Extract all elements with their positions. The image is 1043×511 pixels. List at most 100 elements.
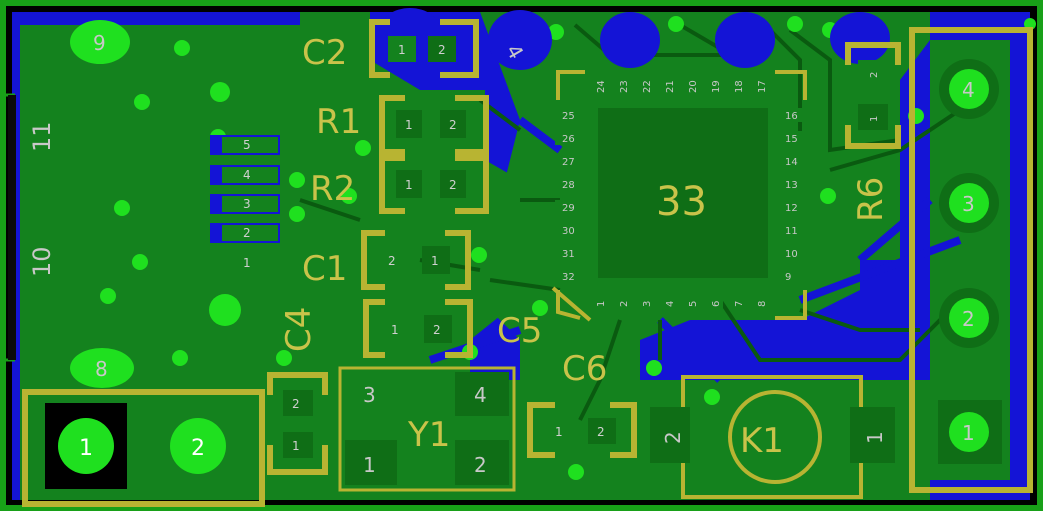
- usb-side-10: 10: [28, 246, 56, 277]
- ic-pin-14: [778, 154, 804, 168]
- y1-pad-label-1: 1: [363, 453, 376, 477]
- ic-pin-16: [778, 108, 804, 122]
- ic-pin-16-label: 16: [785, 111, 798, 122]
- ic-pin-13: [778, 177, 804, 191]
- usb-power-pads: 1 2: [22, 389, 265, 507]
- ic-pin-7-label: 7: [734, 301, 745, 307]
- ic-pin-18: [732, 74, 746, 100]
- ic-pin-18-label: 18: [734, 80, 745, 93]
- c5-label: C5: [497, 311, 542, 351]
- r6-label: R6: [851, 177, 891, 222]
- header-pin-label-4: 4: [962, 78, 975, 102]
- usb-edge: [8, 95, 16, 360]
- connector-pads: 5 4 3 2 1: [210, 135, 280, 270]
- ic-pin-24: [594, 74, 608, 100]
- header-pin-label-2: 2: [962, 307, 975, 331]
- ic-pin-31-label: 31: [562, 249, 575, 260]
- r2-pad-1: [396, 170, 422, 198]
- ic-pin-5: [686, 288, 700, 314]
- ic-label: 33: [656, 179, 707, 225]
- c1-pad-label-2: 2: [388, 254, 396, 268]
- c2-pad-label-1: 1: [398, 43, 406, 57]
- ic-pin-30-label: 30: [562, 226, 575, 237]
- usb-pad-label-1: 1: [79, 436, 93, 461]
- c2-pad-label-2: 2: [438, 43, 446, 57]
- ic-pin-25: [555, 108, 581, 122]
- usb-connector: 9 8 11 10: [28, 20, 134, 388]
- ic-pin-29: [555, 200, 581, 214]
- k1-pad-label-2: 2: [661, 431, 685, 444]
- c6-pad-label-2: 2: [597, 425, 605, 439]
- ic-pin-28-label: 28: [562, 180, 575, 191]
- c4-footprint: 2 1 C4: [267, 307, 328, 475]
- usb-hole-8: [70, 348, 134, 388]
- ic-pin-21-label: 21: [665, 80, 676, 93]
- k1-footprint: 2 1 K1: [650, 375, 895, 499]
- y1-pad-label-4: 4: [474, 383, 487, 407]
- k1-label: K1: [740, 421, 784, 461]
- ic-pin-5-label: 5: [688, 301, 699, 307]
- ic-pin-19: [709, 74, 723, 100]
- ic-pin-4: [663, 288, 677, 314]
- c4-pad-label-2: 2: [292, 397, 300, 411]
- ic-pin-19-label: 19: [711, 80, 722, 93]
- header-pin-1: [949, 412, 989, 452]
- ic-pin-30: [555, 223, 581, 237]
- usb-hole-label-9: 9: [93, 31, 106, 55]
- ic-pin-31: [555, 246, 581, 260]
- c2-pad-1: [388, 36, 416, 62]
- r1-pad-1: [396, 110, 422, 138]
- ic-pin-2-label: 2: [619, 301, 630, 307]
- c1-footprint: 2 1 C1: [302, 230, 471, 290]
- y1-pad-2: [455, 440, 509, 485]
- r1-pad-label-2: 2: [449, 118, 457, 132]
- ic-pin-24-label: 24: [596, 80, 607, 93]
- ic-pin-21: [663, 74, 677, 100]
- ic-pin-1: [594, 288, 608, 314]
- usb-side-11: 11: [28, 121, 56, 152]
- ic-pin-3-label: 3: [642, 301, 653, 307]
- connector-pin-3: 3: [243, 197, 251, 211]
- ic-pin-20-label: 20: [688, 80, 699, 93]
- c1-label: C1: [302, 249, 347, 289]
- usb-hole-label-8: 8: [95, 357, 108, 381]
- r6-pad-2: [858, 60, 888, 86]
- y1-label: Y1: [407, 415, 450, 455]
- ic-pin-3: [640, 288, 654, 314]
- r6-pad-label-2: 2: [869, 72, 880, 78]
- header-pin-label-3: 3: [962, 192, 975, 216]
- c4-pad-1: [283, 432, 313, 458]
- usb-hole-9: [70, 20, 130, 64]
- ic-pin-20: [686, 74, 700, 100]
- k1-pad-2: [650, 407, 690, 463]
- ic-pin-8-label: 8: [757, 301, 768, 307]
- ic-pin-8: [755, 288, 769, 314]
- ic-pin-13-label: 13: [785, 180, 798, 191]
- ic-pin-32: [555, 269, 581, 283]
- k1-pad-1: [850, 407, 895, 463]
- ic-pin-23-label: 23: [619, 80, 630, 93]
- ic-pin-10: [778, 246, 804, 260]
- r2-pad-label-2: 2: [449, 178, 457, 192]
- connector-pin-4: 4: [243, 168, 251, 182]
- usb-pad-outline: [22, 389, 265, 507]
- c6-footprint: 1 2 C6: [527, 349, 637, 458]
- ic-pin-14-label: 14: [785, 157, 798, 168]
- header-pin-4: [949, 69, 989, 109]
- ic-pin-9: [778, 269, 804, 283]
- c1-pad-1: [422, 246, 450, 274]
- c4-cap-pad-1: [380, 315, 408, 343]
- c6-pad-2: [588, 418, 616, 444]
- c6-pad-label-1: 1: [555, 425, 563, 439]
- header-pin-3: [949, 183, 989, 223]
- c1-pad-label-1: 1: [431, 254, 439, 268]
- c4-cap-footprint: 1 2: [363, 299, 473, 358]
- c4-pad-label-1: 1: [292, 439, 300, 453]
- r6-pad-1: [858, 104, 888, 130]
- ic-pin-15: [778, 131, 804, 145]
- usb-pad-2: [170, 418, 226, 474]
- header-pin-label-1: 1: [962, 421, 975, 445]
- ic-pin-10-label: 10: [785, 249, 798, 260]
